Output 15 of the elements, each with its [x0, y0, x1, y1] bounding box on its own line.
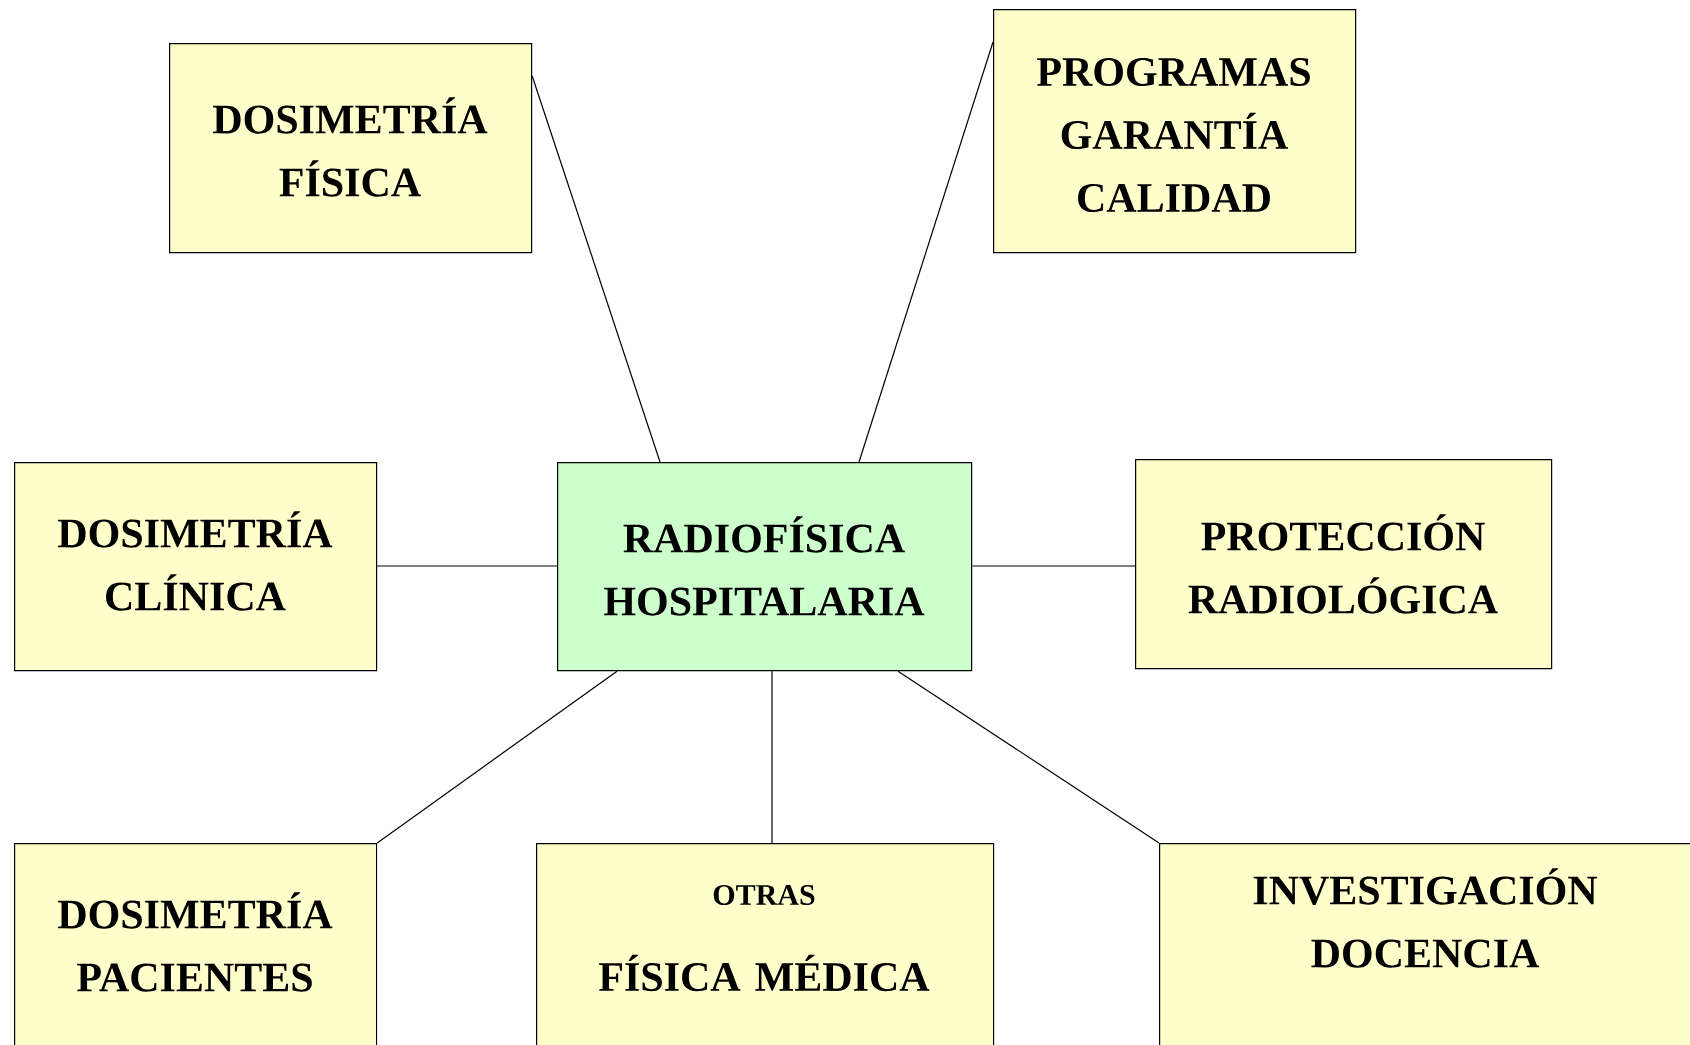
topic-box: DOSIMETRÍA CLÍNICA — [14, 462, 378, 672]
connector-line — [971, 565, 1136, 567]
connector-line — [376, 565, 558, 567]
topic-box: OTRAS FÍSICA MÉDICA — [536, 843, 995, 1045]
connector-line — [376, 670, 618, 844]
topic-box: RADIOFÍSICA HOSPITALARIA — [557, 462, 973, 672]
topic-box: DOSIMETRÍA PACIENTES — [14, 843, 378, 1045]
connector-line — [771, 670, 773, 844]
connector-line — [897, 670, 1160, 844]
topic-box: PROTECCIÓN RADIOLÓGICA — [1135, 459, 1553, 670]
topic-box: DOSIMETRÍA FÍSICA — [169, 43, 533, 254]
connector-line — [858, 41, 994, 463]
topic-box: PROGRAMAS GARANTÍA CALIDAD — [993, 9, 1357, 254]
topic-box: INVESTIGACIÓN DOCENCIA — [1159, 843, 1690, 1045]
connector-line — [531, 75, 661, 463]
